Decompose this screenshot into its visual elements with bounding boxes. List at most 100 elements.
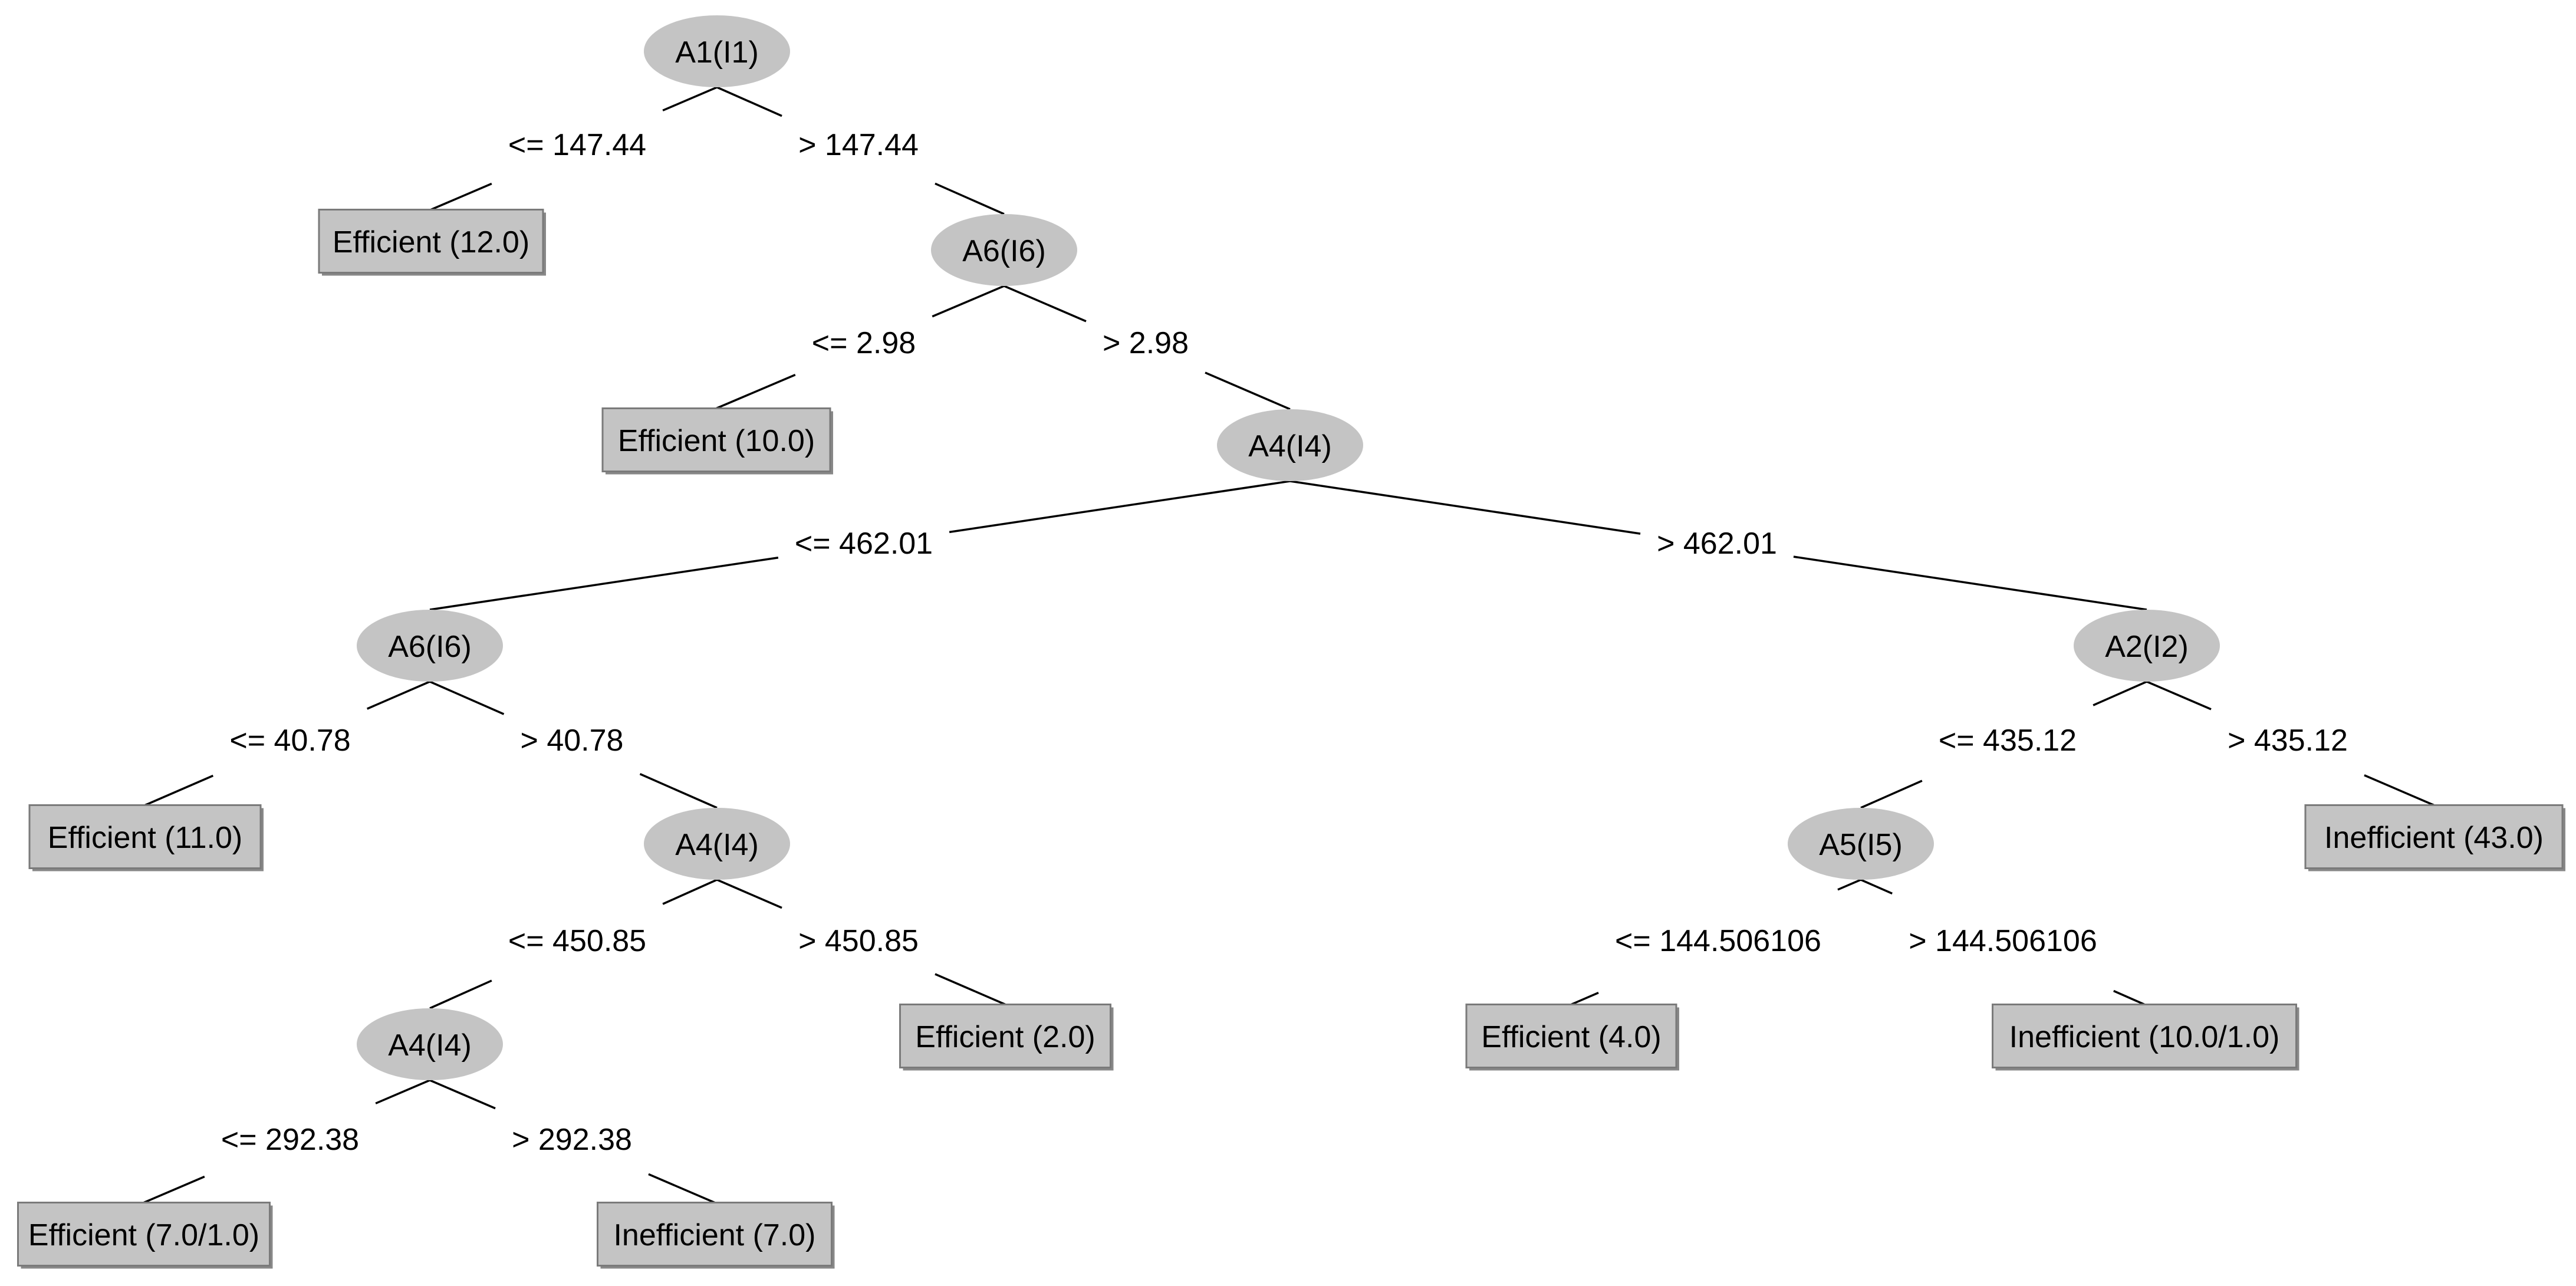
- edge-condition-label: > 144.506106: [1909, 924, 2097, 958]
- edge-n5-n6: <= 450.85: [429, 879, 718, 1009]
- edge-line-upper: [429, 1079, 496, 1110]
- leaf-node-label: Efficient (4.0): [1481, 1020, 1661, 1054]
- edge-line-lower: [1793, 555, 2147, 611]
- leaf-node-box: [28, 804, 262, 869]
- leaf-node-box: [601, 407, 831, 472]
- leaf-node-efficient-12-0: Efficient (12.0): [318, 209, 546, 276]
- edge-n8-l9: > 144.506106: [1860, 879, 2145, 1006]
- split-node-ellipse: [1217, 409, 1363, 481]
- split-node-ellipse: [357, 1008, 503, 1080]
- edge-line-lower: [1205, 371, 1291, 410]
- leaf-node-efficient-11-0: Efficient (11.0): [28, 804, 264, 871]
- leaf-node-inefficient-7-0: Inefficient (7.0): [597, 1202, 835, 1269]
- split-node-ellipse: [2074, 610, 2220, 682]
- edge-condition-label: > 435.12: [2228, 723, 2348, 758]
- split-node-a4-i4: A4(I4): [357, 1008, 503, 1080]
- split-node-a4-i4: A4(I4): [1217, 409, 1363, 481]
- leaf-node-label: Inefficient (7.0): [613, 1218, 815, 1252]
- edge-line-upper: [949, 480, 1291, 534]
- edge-line-lower: [1571, 992, 1599, 1006]
- edge-n7-l7: > 435.12: [2146, 680, 2434, 807]
- edge-n2-n3: > 2.98: [1004, 285, 1291, 410]
- leaf-node-box: [597, 1202, 833, 1267]
- edge-line-upper: [662, 86, 718, 111]
- leaf-node-label: Efficient (2.0): [915, 1020, 1095, 1054]
- split-node-a2-i2: A2(I2): [2074, 610, 2220, 682]
- edge-line-lower: [935, 182, 1005, 215]
- leaf-node-label: Efficient (12.0): [333, 225, 529, 259]
- tree-nodes: A1(I1) Efficient (12.0) A6(I6) Efficient (1…: [17, 15, 2565, 1269]
- edge-line-lower: [639, 773, 718, 809]
- leaf-node-label: Inefficient (10.0/1.0): [2009, 1020, 2280, 1054]
- edge-line-lower: [430, 182, 492, 211]
- edge-line-upper: [375, 1079, 430, 1104]
- edge-line-upper: [366, 680, 430, 710]
- edge-line-upper: [716, 86, 782, 117]
- leaf-node-efficient-10-0: Efficient (10.0): [601, 407, 833, 475]
- edge-n3-n4: <= 462.01: [429, 480, 1291, 611]
- edge-condition-label: <= 40.78: [229, 723, 350, 758]
- split-node-a4-i4: A4(I4): [644, 808, 790, 880]
- edge-n6-l5: <= 292.38: [143, 1079, 430, 1204]
- split-node-ellipse: [357, 610, 503, 682]
- split-node-label: A6(I6): [388, 630, 472, 664]
- edge-line-upper: [2146, 680, 2212, 711]
- edge-line-upper: [716, 879, 782, 909]
- leaf-node-efficient-2-0: Efficient (2.0): [899, 1004, 1114, 1071]
- leaf-node-efficient-7-0-1-0: Efficient (7.0/1.0): [17, 1202, 273, 1269]
- edge-n3-n7: > 462.01: [1289, 480, 2147, 611]
- edge-line-lower: [1860, 780, 1923, 809]
- edge-line-lower: [143, 1175, 205, 1204]
- leaf-node-box: [1465, 1004, 1677, 1068]
- split-node-a6-i6: A6(I6): [931, 214, 1077, 286]
- edge-n6-l6: > 292.38: [429, 1079, 715, 1204]
- split-node-label: A4(I4): [1248, 429, 1332, 463]
- split-node-ellipse: [1788, 808, 1934, 880]
- edge-line-upper: [1289, 480, 1641, 535]
- split-node-label: A4(I4): [388, 1028, 472, 1063]
- edge-condition-label: > 147.44: [798, 128, 919, 162]
- leaf-node-box: [2304, 804, 2564, 869]
- edge-line-upper: [1860, 879, 1893, 895]
- split-node-ellipse: [931, 214, 1077, 286]
- edge-n1-n2: > 147.44: [716, 86, 1005, 215]
- edge-line-lower: [144, 774, 214, 807]
- leaf-node-label: Efficient (11.0): [48, 821, 242, 855]
- edge-line-upper: [2093, 680, 2147, 706]
- edge-condition-label: > 40.78: [521, 723, 624, 758]
- edge-condition-label: > 2.98: [1103, 326, 1189, 360]
- split-node-a5-i5: A5(I5): [1788, 808, 1934, 880]
- edge-n4-n5: > 40.78: [429, 680, 718, 809]
- edge-line-lower: [716, 373, 796, 410]
- leaf-node-label: Efficient (10.0): [618, 424, 815, 458]
- edge-line-upper: [662, 879, 718, 905]
- edge-n1-l1: <= 147.44: [430, 86, 718, 211]
- edge-condition-label: <= 2.98: [812, 326, 916, 360]
- edge-line-upper: [932, 285, 1005, 318]
- edge-condition-label: <= 435.12: [1939, 723, 2077, 758]
- edge-n8-l8: <= 144.506106: [1571, 879, 1861, 1006]
- edge-condition-label: > 450.85: [798, 924, 919, 958]
- leaf-node-box: [17, 1202, 271, 1267]
- edge-condition-label: <= 450.85: [508, 924, 646, 958]
- edge-condition-label: <= 292.38: [221, 1123, 359, 1157]
- split-node-label: A6(I6): [962, 234, 1046, 268]
- edge-line-upper: [429, 680, 505, 715]
- split-node-ellipse: [644, 808, 790, 880]
- leaf-node-label: Inefficient (43.0): [2324, 821, 2544, 855]
- tree-edges: <= 147.44 > 147.44 <= 2.98 > 2.98 <= 462.01 >…: [143, 86, 2434, 1204]
- edge-line-lower: [2364, 774, 2434, 807]
- edge-condition-label: <= 147.44: [508, 128, 646, 162]
- edge-line-lower: [2113, 989, 2145, 1006]
- leaf-node-inefficient-10-0-1-0: Inefficient (10.0/1.0): [1992, 1004, 2299, 1071]
- edge-condition-label: <= 144.506106: [1615, 924, 1821, 958]
- edge-condition-label: > 462.01: [1657, 527, 1777, 561]
- split-node-label: A5(I5): [1819, 828, 1903, 862]
- split-node-label: A1(I1): [675, 35, 759, 70]
- edge-n5-l4: > 450.85: [716, 879, 1006, 1006]
- edge-line-upper: [1004, 285, 1087, 323]
- edge-line-lower: [648, 1173, 715, 1204]
- leaf-node-box: [318, 209, 544, 274]
- leaf-node-label: Efficient (7.0/1.0): [28, 1218, 259, 1252]
